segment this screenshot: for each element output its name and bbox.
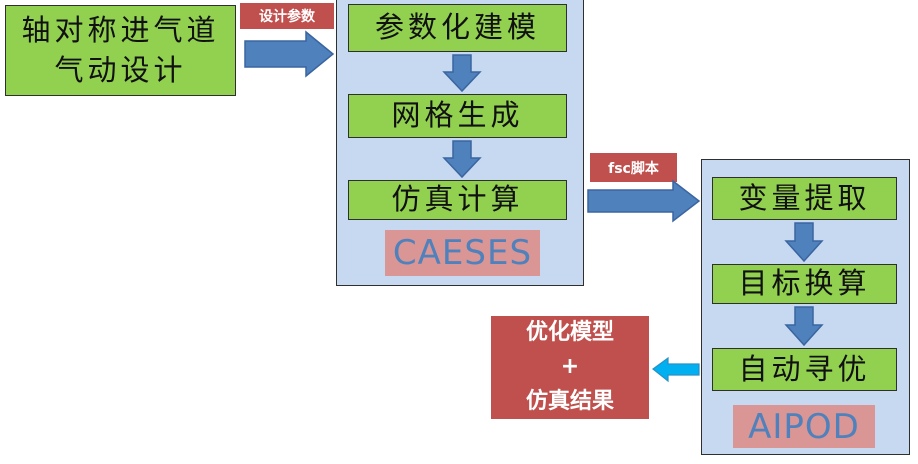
step-variable-extraction: 变量提取 [712,177,897,220]
input-box-line1: 轴对称进气道 [21,13,220,48]
input-box: 轴对称进气道 气动设计 [5,5,236,96]
result-line1: 优化模型 [525,320,614,346]
step-objective-conversion: 目标换算 [712,264,897,304]
aipod-brand: AIPOD [733,405,875,448]
caeses-brand: CAESES [385,230,540,276]
design-params-label: 设计参数 [240,3,334,29]
arrow-down-icon [442,54,482,93]
step-auto-optimization: 自动寻优 [712,348,897,391]
step-mesh-generation: 网格生成 [348,94,567,138]
fsc-script-label: fsc脚本 [590,153,677,182]
arrow-left-icon [652,356,700,383]
step-parametric-modeling: 参数化建模 [348,4,567,52]
input-box-line2: 气动设计 [54,52,187,87]
result-box: 优化模型 + 仿真结果 [491,316,649,419]
arrow-down-icon [442,140,482,179]
arrow-right-icon [587,179,701,223]
step-simulation: 仿真计算 [348,180,567,220]
arrow-right-icon [244,30,335,78]
result-line3: 仿真结果 [525,388,614,414]
arrow-down-icon [784,306,824,347]
arrow-down-icon [784,222,824,263]
result-line2: + [560,354,580,380]
